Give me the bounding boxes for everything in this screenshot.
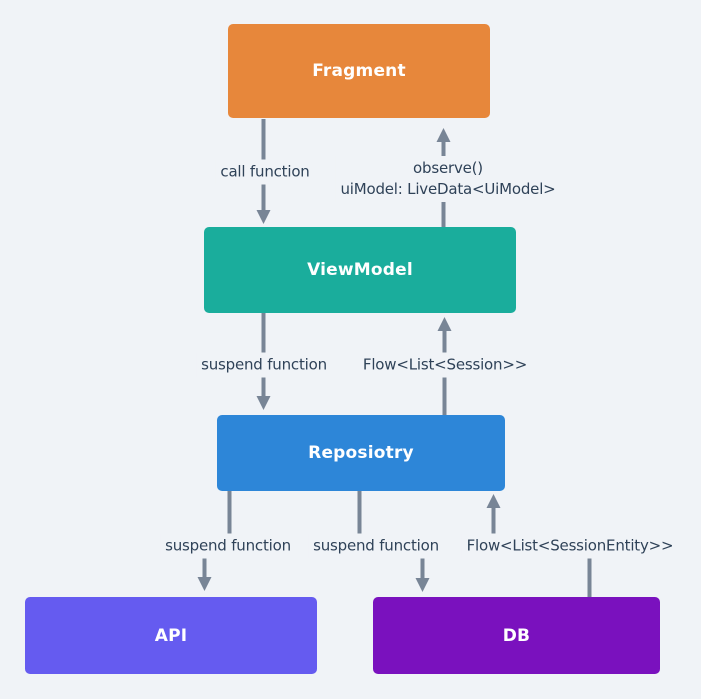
- edge-label-suspend-function-api: suspend function: [160, 533, 296, 559]
- edge-label-observe: observe() uiModel: LiveData<UiModel>: [335, 156, 561, 202]
- edge-repository-to-db: [357, 491, 430, 592]
- node-db-label: DB: [502, 625, 531, 646]
- edge-repository-to-api: [197, 491, 232, 591]
- node-db: DB: [373, 597, 660, 674]
- edge-label-call-function: call function: [215, 159, 315, 185]
- node-repository: Reposiotry: [217, 415, 505, 491]
- node-fragment-label: Fragment: [312, 61, 406, 81]
- edge-label-flow-list-sessionentity: Flow<List<SessionEntity>>: [461, 533, 679, 559]
- edge-label-observe-line1: observe(): [413, 159, 483, 177]
- node-fragment: Fragment: [228, 24, 490, 118]
- edge-label-observe-line2: uiModel: LiveData<UiModel>: [340, 180, 556, 198]
- node-api: API: [25, 597, 317, 674]
- node-viewmodel-label: ViewModel: [307, 260, 413, 280]
- edge-label-suspend-function-db: suspend function: [308, 533, 444, 559]
- edge-db-to-repository: [486, 494, 592, 597]
- node-viewmodel: ViewModel: [204, 227, 516, 313]
- node-repository-label: Reposiotry: [308, 443, 414, 463]
- edge-label-flow-list-session: Flow<List<Session>>: [357, 352, 533, 378]
- node-api-label: API: [154, 625, 188, 646]
- edge-label-suspend-function-viewmodel: suspend function: [196, 352, 332, 378]
